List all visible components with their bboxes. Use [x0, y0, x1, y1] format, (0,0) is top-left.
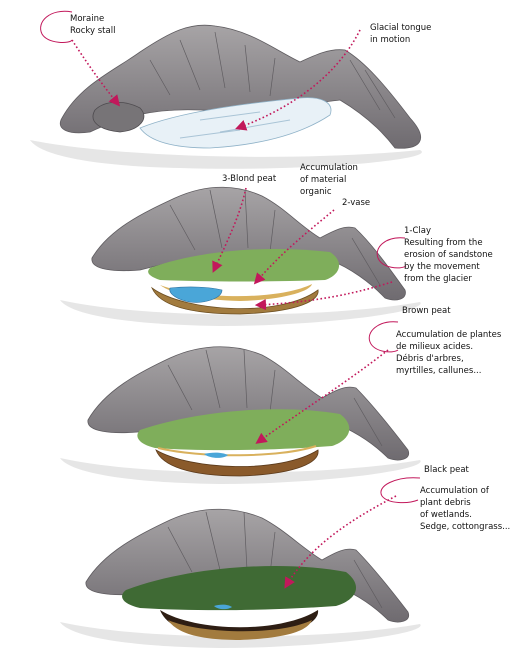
pointer-black-peat [284, 495, 397, 589]
label-clay-line-3: erosion of sandstone [404, 250, 493, 260]
label-brown-peat-title-line: Brown peat [402, 306, 451, 316]
callout-circle-brown-peat [368, 321, 399, 353]
ice-crevasses [179, 111, 291, 139]
label-moraine: Moraine Rocky stall [70, 13, 115, 37]
mountain-ridge [59, 24, 421, 149]
callout-circle-moraine [40, 10, 73, 43]
label-black-peat-body-line-2: plant debris [420, 498, 471, 508]
pointer-tongue [235, 29, 361, 131]
panel-glacier [30, 24, 422, 169]
label-clay-line-2: Resulting from the [404, 238, 483, 248]
pointer-lines [71, 29, 397, 589]
basin-clay [151, 286, 319, 315]
label-clay: 1-Clay Resulting from the erosion of san… [404, 225, 493, 285]
label-black-peat-body-line-3: of wetlands. [420, 510, 472, 520]
label-moraine-line-2: Rocky stall [70, 26, 116, 36]
panel-brown-peat [60, 346, 421, 484]
ground-shadow [60, 300, 421, 326]
label-clay-line-1: 1-Clay [404, 226, 432, 236]
label-brown-peat-body-line-4: myrtilles, callunes... [396, 366, 482, 376]
pointer-vase [253, 209, 335, 285]
label-vase-line-1: 2-vase [342, 198, 371, 208]
label-glacial-tongue: Glacial tongue in motion [370, 22, 431, 46]
ground-shadow [60, 622, 421, 648]
basin-brown-peat [155, 449, 319, 477]
ground-shadow [30, 140, 422, 169]
small-pool [204, 452, 228, 458]
label-clay-line-4: by the movement [404, 262, 480, 272]
label-vase: 2-vase [342, 197, 370, 209]
label-blond-peat-line-1: 3-Blond peat [222, 174, 277, 184]
label-organic-material: Accumulation of material organic [300, 162, 358, 198]
label-organic-line-3: organic [300, 187, 332, 197]
rock-striations [167, 349, 383, 447]
vegetation-band [148, 248, 340, 282]
callout-circle-black-peat [380, 477, 421, 504]
label-black-peat-body-line-4: Sedge, cottongrass... [420, 522, 511, 532]
label-brown-peat-body: Accumulation de plantes de milieux acide… [396, 329, 501, 377]
vegetation-band [137, 409, 350, 451]
basin-top [157, 445, 317, 457]
basin-lower-layer [168, 620, 312, 640]
label-blond-peat: 3-Blond peat [222, 173, 276, 185]
rock-striations [167, 511, 383, 609]
pointer-blond-peat [212, 187, 247, 273]
ground-shadow [60, 458, 421, 484]
pointer-brown-peat [255, 349, 389, 444]
label-black-peat-title-line: Black peat [424, 465, 469, 475]
label-moraine-line-1: Moraine [70, 14, 105, 24]
rock-striations [149, 31, 396, 119]
label-black-peat-body: Accumulation of plant debris of wetlands… [420, 485, 510, 533]
label-clay-line-5: from the glacier [404, 274, 472, 284]
label-tongue-line-2: in motion [370, 35, 411, 45]
callout-circle-clay [376, 237, 407, 269]
label-brown-peat-body-line-2: de milieux acides. [396, 342, 474, 352]
vegetation-band [122, 566, 357, 611]
pointer-clay [254, 281, 393, 311]
callout-marks [40, 10, 421, 504]
small-pool [214, 604, 232, 610]
label-organic-line-1: Accumulation [300, 163, 358, 173]
label-brown-peat-title: Brown peat [402, 305, 451, 317]
label-tongue-line-1: Glacial tongue [370, 23, 432, 33]
panel-lake-infill [60, 186, 421, 326]
label-black-peat-title: Black peat [424, 464, 469, 476]
panel-black-peat [60, 508, 421, 648]
label-organic-line-2: of material [300, 175, 347, 185]
label-black-peat-body-line-1: Accumulation of [420, 486, 489, 496]
label-brown-peat-body-line-1: Accumulation de plantes [396, 330, 502, 340]
label-brown-peat-body-line-3: Débris d'arbres, [396, 354, 464, 364]
lake-water [169, 286, 223, 303]
rock-striations [169, 189, 381, 286]
